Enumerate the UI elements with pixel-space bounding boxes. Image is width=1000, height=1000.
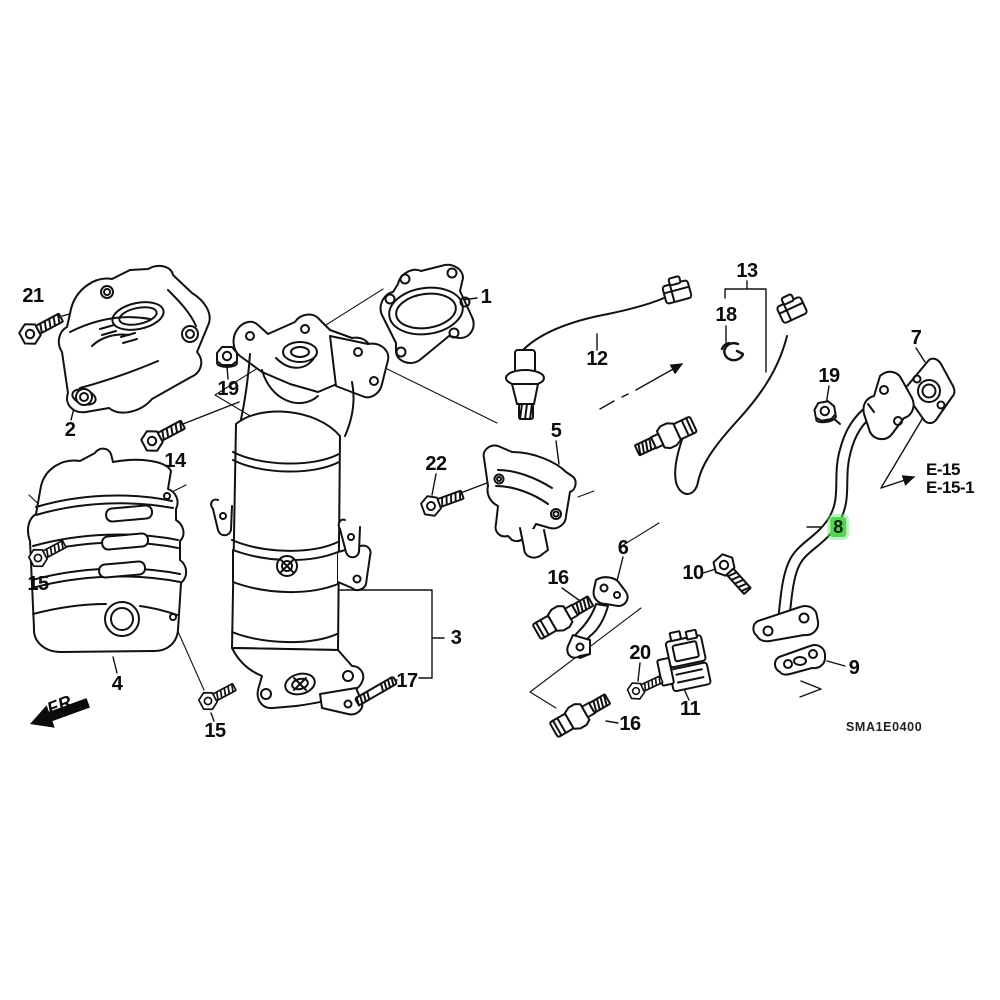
part-1-gasket [379, 263, 475, 364]
part-label-19-2[interactable]: 19 [217, 378, 239, 400]
section-ref-e15[interactable]: E-15 [926, 460, 960, 479]
part-label-9-21[interactable]: 9 [848, 657, 860, 679]
part-label-20-17[interactable]: 20 [629, 642, 651, 664]
bolt-22 [418, 483, 467, 520]
part-4-heat-shield-lower [27, 447, 188, 653]
part-9-pipe-gasket [774, 644, 826, 676]
part-7-flange-gasket [903, 357, 956, 424]
bolt-10 [708, 549, 757, 600]
part-label-19-23[interactable]: 19 [818, 365, 840, 387]
part-18-clip [720, 341, 745, 362]
part-16-sensor-bottom [546, 687, 615, 742]
part-5-bracket [482, 444, 577, 559]
part-label-10-20[interactable]: 10 [682, 562, 704, 584]
section-reference[interactable]: E-15 E-15-1 [926, 460, 975, 497]
bolt-14 [137, 413, 190, 456]
part-label-21-0[interactable]: 21 [22, 285, 44, 307]
part-label-17-7[interactable]: 17 [396, 670, 418, 692]
part-13-oxygen-sensor [631, 289, 809, 495]
nut-19-right [812, 399, 838, 425]
part-label-14-3[interactable]: 14 [164, 450, 186, 472]
part-6-stay-bracket [566, 576, 629, 659]
part-label-16-16[interactable]: 16 [547, 567, 569, 589]
part-13-sensor-body [631, 412, 700, 463]
part-12-connector [659, 273, 693, 306]
part-label-16-18[interactable]: 16 [619, 713, 641, 735]
part-label-1-9[interactable]: 1 [480, 286, 492, 308]
part-11-sensor-bracket [656, 628, 712, 693]
nut-19-left [216, 346, 238, 368]
part-label-12-10[interactable]: 12 [586, 348, 608, 370]
part-label-13-13[interactable]: 13 [736, 260, 758, 282]
part-label-4-5[interactable]: 4 [111, 673, 123, 695]
part-label-15-6[interactable]: 15 [204, 720, 226, 742]
part-label-6-15[interactable]: 6 [617, 537, 629, 559]
part-13-connector [772, 289, 809, 325]
part-label-18-14[interactable]: 18 [715, 304, 737, 326]
diagram-code: SMA1E0400 [846, 720, 923, 734]
part-label-8-22[interactable]: 8 [830, 517, 846, 537]
section-ref-e15-1[interactable]: E-15-1 [926, 478, 975, 497]
part-8-pipe [752, 370, 915, 643]
part-label-3-8[interactable]: 3 [450, 627, 462, 649]
part-label-7-24[interactable]: 7 [910, 327, 922, 349]
bolt-20 [624, 670, 666, 703]
bolt-15-bottom [196, 677, 240, 714]
part-label-15-4[interactable]: 15 [27, 573, 49, 595]
part-12-oxygen-sensor [505, 273, 693, 420]
part-label-11-19[interactable]: 11 [679, 698, 701, 720]
part-3-catalytic-converter [210, 313, 390, 716]
part-label-22-12[interactable]: 22 [425, 453, 447, 475]
part-label-5-11[interactable]: 5 [550, 420, 562, 442]
fr-direction-arrow-icon [30, 698, 90, 728]
part-2-heat-shield-upper [57, 264, 211, 414]
part-label-2-1[interactable]: 2 [64, 419, 76, 441]
